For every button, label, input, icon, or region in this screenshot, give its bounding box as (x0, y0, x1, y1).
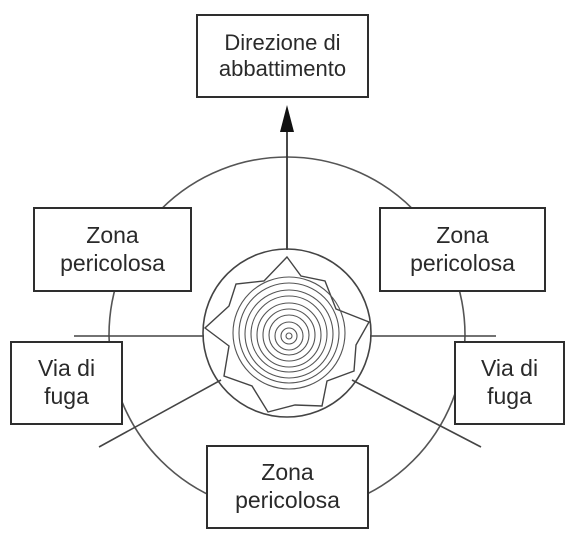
felling-direction-label-box: Direzione di abbattimento (196, 14, 369, 98)
danger-zone-bottom-line1: Zona (261, 459, 314, 486)
escape-route-right-box: Via di fuga (454, 341, 565, 425)
danger-zone-right-line1: Zona (436, 221, 489, 248)
danger-zone-left-line2: pericolosa (60, 249, 165, 276)
escape-route-left-box: Via di fuga (10, 341, 123, 425)
danger-zone-bottom-box: Zona pericolosa (206, 445, 369, 529)
escape-route-left-line2: fuga (44, 383, 89, 409)
escape-route-right-line2: fuga (487, 383, 532, 409)
felling-direction-label-line2: abbattimento (218, 56, 347, 81)
danger-zone-left-line1: Zona (86, 221, 139, 248)
felling-direction-arrow-icon (280, 105, 294, 250)
danger-zone-right-box: Zona pericolosa (379, 207, 546, 292)
lower-left-divider-line (98, 379, 222, 448)
tree-stump-icon (202, 248, 372, 418)
escape-route-right-line1: Via di (480, 355, 539, 382)
danger-zone-left-box: Zona pericolosa (33, 207, 192, 292)
felling-direction-label-line1: Direzione di (224, 29, 341, 55)
lower-right-divider-line (351, 379, 482, 448)
danger-zone-bottom-line2: pericolosa (235, 487, 340, 513)
danger-zone-right-line2: pericolosa (410, 249, 515, 276)
escape-route-left-line1: Via di (37, 355, 96, 382)
